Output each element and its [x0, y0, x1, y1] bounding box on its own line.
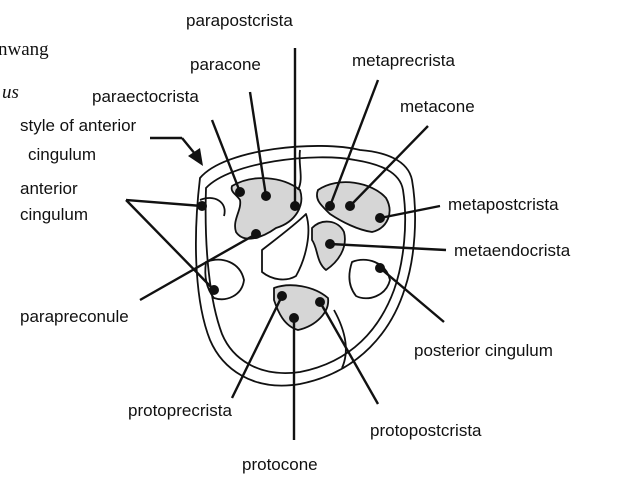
leader-metacone: [350, 126, 428, 206]
label-parapostcrista: parapostcrista: [186, 11, 293, 30]
dot-anterior-cingulum-a: [197, 201, 207, 211]
label-metaprecrista: metaprecrista: [352, 51, 456, 70]
dot-anterior-cingulum-b: [209, 285, 219, 295]
dot-protoprecrista: [277, 291, 287, 301]
midline-crease: [298, 150, 301, 190]
dot-parapreconule: [251, 229, 261, 239]
label-protopostcrista: protopostcrista: [370, 421, 482, 440]
label-metacone: metacone: [400, 97, 475, 116]
leader-metaendocrista: [330, 244, 446, 250]
label-paraectocrista: paraectocrista: [92, 87, 199, 106]
leader-anterior-cingulum-a: [126, 200, 202, 206]
dot-metaprecrista: [325, 201, 335, 211]
label-paracone: paracone: [190, 55, 261, 74]
dot-metacone: [345, 201, 355, 211]
leader-posterior-cingulum: [380, 268, 444, 322]
cropped-text-line-2: us: [2, 82, 19, 103]
dot-protocone: [289, 313, 299, 323]
label-protocone: protocone: [242, 455, 318, 474]
label-anterior-line1: anterior: [20, 179, 78, 198]
leader-protopostcrista: [320, 302, 378, 404]
label-metapostcrista: metapostcrista: [448, 195, 559, 214]
label-anterior-line2: cingulum: [20, 205, 88, 224]
label-posterior-cingulum: posterior cingulum: [414, 341, 553, 360]
label-style-line1: style of anterior: [20, 116, 137, 135]
leader-anterior-cingulum-b: [126, 200, 214, 290]
dot-metaendocrista: [325, 239, 335, 249]
dot-metapostcrista: [375, 213, 385, 223]
label-protoprecrista: protoprecrista: [128, 401, 232, 420]
label-metaendocrista: metaendocrista: [454, 241, 571, 260]
dot-paraectocrista: [235, 187, 245, 197]
dot-protopostcrista: [315, 297, 325, 307]
leader-paraectocrista: [212, 120, 240, 192]
dot-posterior-cingulum: [375, 263, 385, 273]
dot-paracone: [261, 191, 271, 201]
label-style-line2: cingulum: [28, 145, 96, 164]
cropped-text-line-1: nwang: [0, 39, 49, 60]
style-arrowhead: [188, 148, 203, 166]
label-parapreconule: parapreconule: [20, 307, 129, 326]
dot-parapostcrista: [290, 201, 300, 211]
